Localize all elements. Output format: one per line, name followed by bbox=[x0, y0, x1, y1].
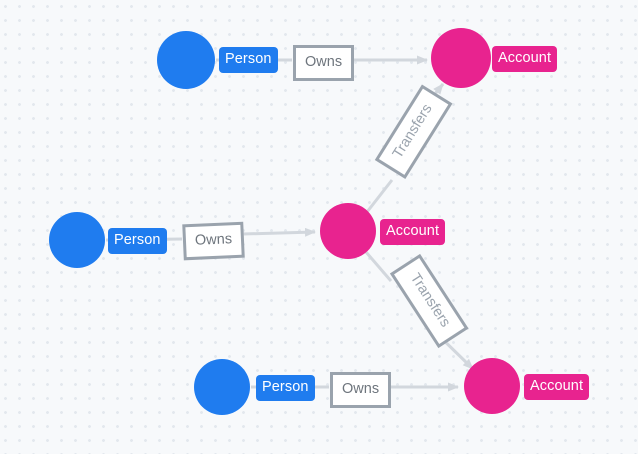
node-label-account-1: Account bbox=[492, 46, 558, 72]
node-account-1[interactable] bbox=[431, 28, 491, 88]
edge-line-transfers-1a bbox=[365, 179, 394, 213]
node-label-person-1: Person bbox=[219, 47, 278, 73]
edge-label-owns-1[interactable]: Owns bbox=[293, 45, 355, 81]
node-account-3[interactable] bbox=[464, 358, 520, 414]
edge-label-owns-3[interactable]: Owns bbox=[330, 372, 392, 408]
node-label-person-2: Person bbox=[108, 228, 167, 254]
node-label-account-3: Account bbox=[524, 374, 590, 400]
node-label-person-3: Person bbox=[256, 375, 315, 401]
edge-line-transfers-2a bbox=[364, 251, 393, 282]
node-label-account-2: Account bbox=[380, 219, 446, 245]
edge-line-owns-2b bbox=[242, 227, 316, 237]
node-person-1[interactable] bbox=[157, 31, 215, 89]
node-person-3[interactable] bbox=[194, 359, 250, 415]
node-account-2[interactable] bbox=[320, 203, 376, 259]
node-person-2[interactable] bbox=[49, 212, 105, 268]
edge-label-owns-2[interactable]: Owns bbox=[182, 221, 245, 260]
